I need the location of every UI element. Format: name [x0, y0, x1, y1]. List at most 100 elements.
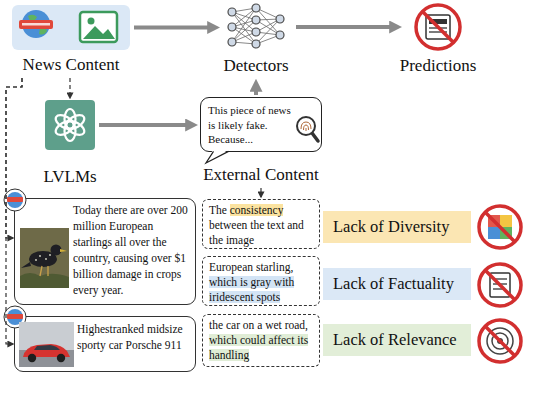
detector-node: Detectors: [222, 3, 290, 51]
no-fake-news-icon-part: [423, 12, 453, 42]
car-photo-part: [57, 354, 65, 362]
starling-photo-part: [49, 254, 51, 256]
neural-network-icon-part: [232, 8, 256, 27]
highlight: which could affect its handling: [209, 334, 308, 361]
neural-network-icon-part: [256, 8, 280, 35]
no-diversity-icon-part: [479, 206, 521, 248]
flow-arrow: [296, 25, 397, 29]
news-globe-badge-part: [7, 314, 23, 319]
news-globe-badge-part: [7, 197, 23, 202]
neural-network-icon-part: [228, 4, 284, 48]
bubble-tail-part: [206, 151, 229, 163]
no-fake-news-icon-part: [416, 5, 460, 49]
neural-network-icon-part: [232, 42, 256, 44]
no-diversity-icon-part: [485, 212, 515, 242]
lvlm-logo-part: [65, 121, 76, 141]
neural-network-icon-part: [256, 19, 280, 32]
neural-network-icon-part-part: [252, 40, 260, 48]
input-box: News Content: [12, 5, 130, 50]
starling-photo-part: [39, 255, 41, 257]
neural-network-icon-part-part: [276, 31, 284, 39]
issue-band: Lack of Factuality: [323, 268, 471, 300]
no-diversity-icon-part: [500, 215, 512, 227]
starling-photo-part: [40, 266, 42, 276]
prediction-node: Predictions: [405, 3, 471, 51]
starling-photo-part: [45, 258, 47, 260]
neural-network-icon-part: [256, 8, 280, 19]
no-relevance-icon-part: [485, 326, 515, 356]
node-text: Lack of Diversity: [333, 217, 468, 238]
neural-network-icon: [228, 4, 284, 48]
image-icon-part: [80, 12, 117, 42]
neural-network-icon-part-part: [252, 16, 260, 24]
node-text: Lack of Relevance: [333, 330, 468, 351]
no-factuality-icon: [479, 264, 521, 306]
news-globe-icon-part: [22, 23, 50, 26]
starling-photo-part: [35, 259, 37, 261]
node-text: Today there are over 200 million Europea…: [73, 202, 193, 298]
neural-network-icon-part: [256, 35, 280, 44]
news-globe-badge-part: [7, 192, 23, 208]
magnifier-icon-part: [297, 117, 315, 135]
starling-photo-part: [20, 228, 69, 288]
neural-network-icon-part: [256, 20, 280, 35]
flow-arrow: [254, 84, 258, 95]
node-heading: Predictions: [400, 56, 477, 76]
no-factuality-icon-part: [479, 264, 521, 306]
rationale-box: The consistency between the text and the…: [202, 199, 320, 249]
no-diversity-icon-part: [479, 206, 521, 248]
dashed-arrow: [6, 78, 22, 238]
no-diversity-icon-part: [488, 215, 500, 227]
no-relevance-icon: [479, 320, 521, 362]
no-fake-news-icon-part: [426, 15, 450, 39]
neural-network-icon-part-part: [228, 38, 236, 46]
issue-band: Lack of Relevance: [323, 324, 471, 356]
flow-arrow: [134, 26, 215, 30]
news-globe-badge-part: [7, 309, 23, 325]
neural-network-icon-part: [232, 12, 256, 44]
node-text: The consistency between the text and the…: [209, 203, 317, 248]
car-photo-part: [23, 344, 70, 357]
highlight: which is gray with iridescent spots: [209, 276, 294, 303]
node-heading: News Content: [23, 55, 120, 75]
node-heading: LVLMs: [43, 167, 96, 187]
neural-network-icon-part: [232, 12, 256, 32]
neural-network-icon-part-part: [228, 23, 236, 31]
image-icon-part: [83, 26, 115, 39]
node-text: Lack of Factuality: [333, 274, 468, 295]
neural-network-icon-part-part: [276, 15, 284, 23]
no-diversity-icon-part: [488, 227, 500, 239]
dashed-arrow: [69, 78, 70, 98]
starling-photo-part: [21, 262, 31, 268]
node-text: Highestranked midsize sporty car Porsche…: [77, 321, 183, 353]
node-heading: Detectors: [223, 56, 288, 76]
no-factuality-icon-part: [493, 283, 507, 284]
neural-network-icon-part-part: [228, 8, 236, 16]
neural-network-icon-part: [256, 32, 280, 35]
starling-photo: [20, 228, 69, 288]
neural-network-icon-part: [232, 8, 256, 12]
issue-band: Lack of Diversity: [323, 211, 471, 243]
image-icon: [80, 12, 117, 42]
neural-network-icon-part: [232, 27, 256, 32]
lvlm-logo-part: [65, 109, 76, 129]
news-globe-icon-part: [22, 10, 50, 38]
starling-photo-part: [20, 273, 69, 288]
no-diversity-icon: [479, 206, 521, 248]
news-globe-badge-part: [4, 189, 26, 211]
rationale-box: European starling, which is gray with ir…: [202, 256, 320, 306]
model-box: LVLMs: [45, 100, 95, 150]
neural-network-icon-part-part: [252, 28, 260, 36]
magnifier-icon-part: [312, 133, 318, 141]
starling-photo-part: [29, 251, 57, 267]
neural-network-icon-part: [232, 20, 256, 27]
neural-network-icon-part: [232, 20, 256, 42]
lvlm-logo-part: [53, 118, 76, 138]
no-fake-news-icon: [416, 5, 460, 49]
starling-photo-part: [47, 266, 48, 276]
lvlm-logo-part: [53, 112, 76, 132]
highlight: consistency: [230, 204, 284, 216]
no-factuality-icon-part: [493, 278, 507, 279]
